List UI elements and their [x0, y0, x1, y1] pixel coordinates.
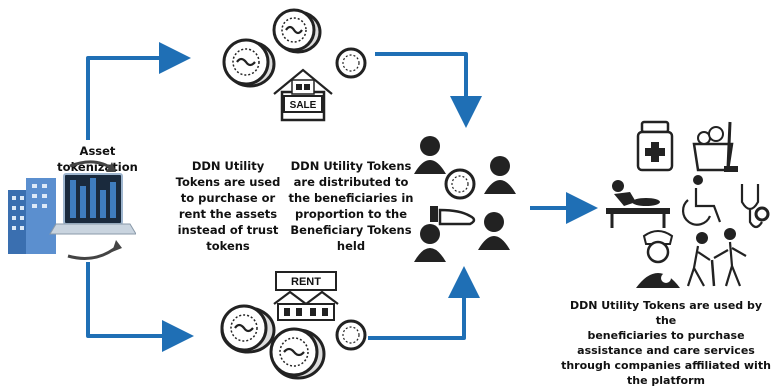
text-right-line: the platform	[627, 374, 705, 387]
text-middle-line: held	[336, 239, 366, 253]
arrow-top-right	[375, 52, 482, 128]
coin-icon	[272, 8, 322, 54]
coin-hand-icon	[430, 168, 476, 226]
text-right-line: through companies affiliated with	[561, 359, 771, 372]
coin-small-icon	[335, 319, 367, 351]
coins-rent-group	[220, 304, 326, 380]
text-middle-line: proportion to the	[294, 207, 408, 221]
medicine-bottle-icon	[636, 120, 674, 172]
text-purchase-rent: DDN Utility Tokens are used to purchase …	[170, 158, 286, 254]
sale-house-icon: SALE	[273, 68, 333, 122]
coin-icon	[222, 38, 276, 88]
rent-houses-icon: RENT	[273, 271, 339, 321]
person-icon	[414, 224, 446, 262]
person-icon	[484, 156, 516, 194]
sale-sign-text: SALE	[290, 100, 317, 111]
text-middle-line: Beneficiary Tokens	[290, 223, 412, 237]
stethoscope-icon	[740, 184, 770, 229]
coin-icon	[269, 327, 326, 380]
text-distribution: DDN Utility Tokens are distributed to th…	[288, 158, 414, 254]
beneficiaries-group-icon	[414, 136, 516, 262]
massage-table-icon	[606, 180, 670, 228]
coin-icon	[220, 304, 276, 354]
text-middle-line: DDN Utility Tokens	[290, 159, 412, 173]
services-icons	[606, 120, 770, 288]
text-middle-line: are distributed to	[293, 175, 409, 189]
text-right-line: beneficiaries to purchase	[587, 329, 745, 342]
arrow-bottom-left	[86, 262, 194, 352]
text-left-line: tokens	[206, 239, 250, 253]
text-middle-line: the beneficiaries in	[288, 191, 414, 205]
text-services: DDN Utility Tokens are used by the benef…	[560, 298, 772, 388]
nurse-icon	[636, 230, 680, 288]
asset-tokenization-icon	[8, 160, 136, 260]
coins-sale-group	[222, 8, 322, 88]
text-left-line: DDN Utility	[191, 159, 265, 173]
text-right-line: DDN Utility Tokens are used by the	[569, 299, 763, 327]
elderly-walking-icon	[686, 228, 747, 287]
arrow-bottom-right	[368, 266, 480, 340]
text-left-line: to purchase or	[180, 191, 276, 205]
text-right-line: assistance and care services	[577, 344, 755, 357]
text-left-line: rent the assets	[178, 207, 278, 221]
coin-small-icon	[335, 47, 367, 79]
person-icon	[478, 212, 510, 250]
text-left-line: Tokens are used	[175, 175, 281, 189]
rent-sign-text: RENT	[291, 276, 321, 288]
cleaning-bucket-icon	[692, 121, 738, 172]
text-left-line: instead of trust	[177, 223, 279, 237]
arrow-top-left	[86, 42, 191, 140]
wheelchair-icon	[681, 175, 722, 226]
person-icon	[414, 136, 446, 174]
